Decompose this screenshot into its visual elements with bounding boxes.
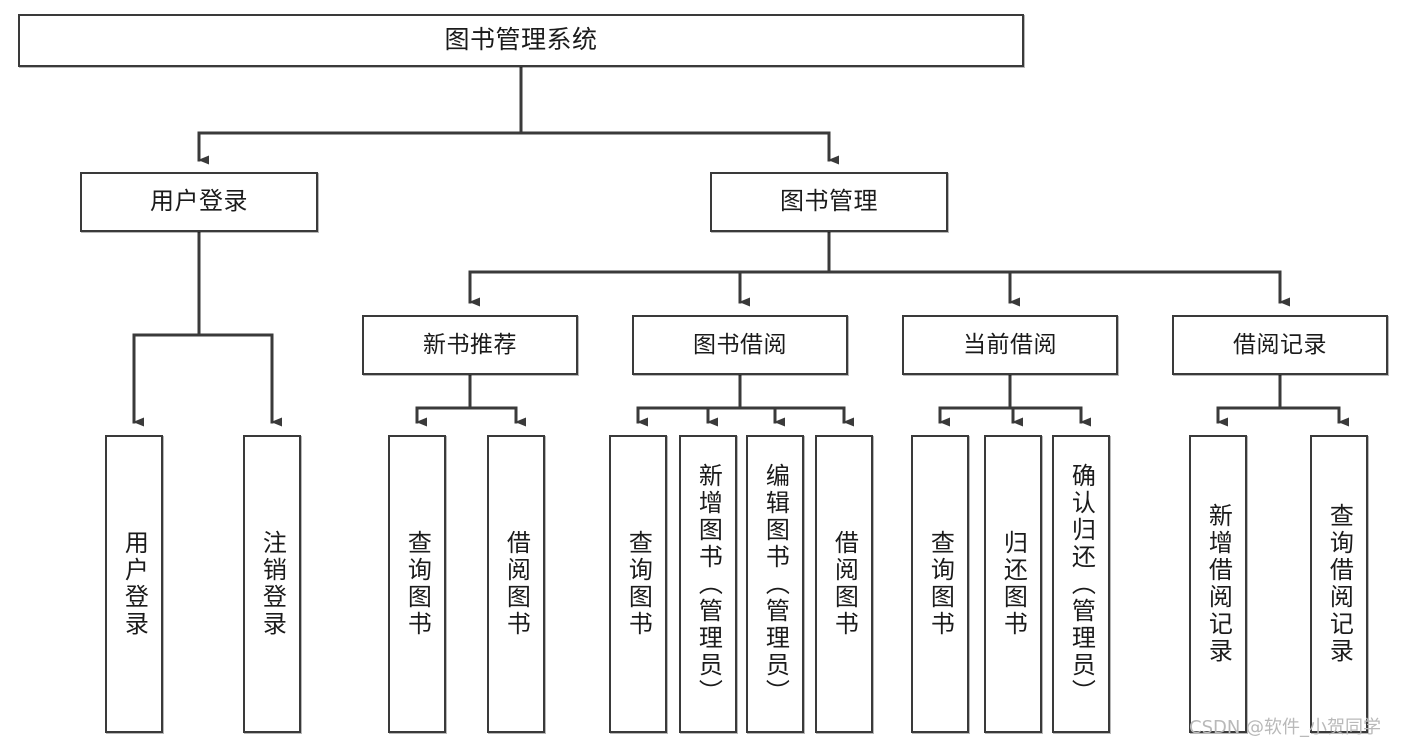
node-label: 新增借阅记录 — [1204, 503, 1233, 665]
node-leaf-confirm-return[interactable]: 确认归还（管理员） — [1052, 435, 1110, 733]
node-leaf-query-book-recommend[interactable]: 查询图书 — [388, 435, 446, 733]
node-book-manage[interactable]: 图书管理 — [710, 172, 948, 232]
node-leaf-borrow-book-recommend[interactable]: 借阅图书 — [487, 435, 545, 733]
node-leaf-add-borrow-record[interactable]: 新增借阅记录 — [1189, 435, 1247, 733]
node-label: 查询借阅记录 — [1325, 503, 1354, 665]
node-label: 编辑图书（管理员） — [761, 462, 790, 706]
node-label: 新书推荐 — [423, 331, 517, 358]
node-label: 借阅图书 — [502, 530, 531, 638]
node-label: 图书借阅 — [693, 331, 787, 358]
node-label: 查询图书 — [624, 530, 653, 638]
node-user-login[interactable]: 用户登录 — [80, 172, 318, 232]
node-leaf-query-book-current[interactable]: 查询图书 — [911, 435, 969, 733]
node-label: 图书管理 — [780, 187, 878, 216]
node-label: 查询图书 — [403, 530, 432, 638]
node-borrow-record[interactable]: 借阅记录 — [1172, 315, 1388, 375]
node-label: 借阅记录 — [1233, 331, 1327, 358]
node-label: 确认归还（管理员） — [1067, 462, 1096, 706]
node-leaf-add-book[interactable]: 新增图书（管理员） — [679, 435, 737, 733]
node-label: 归还图书 — [999, 530, 1028, 638]
watermark: CSDN @软件_小贺同学 — [1189, 717, 1382, 738]
node-label: 用户登录 — [120, 530, 149, 638]
node-book-borrow[interactable]: 图书借阅 — [632, 315, 848, 375]
node-leaf-edit-book[interactable]: 编辑图书（管理员） — [746, 435, 804, 733]
node-label: 图书管理系统 — [444, 25, 598, 55]
node-label: 用户登录 — [150, 187, 248, 216]
node-leaf-return-book[interactable]: 归还图书 — [984, 435, 1042, 733]
node-leaf-query-borrow-record[interactable]: 查询借阅记录 — [1310, 435, 1368, 733]
node-new-book-recommend[interactable]: 新书推荐 — [362, 315, 578, 375]
node-label: 注销登录 — [258, 530, 287, 638]
node-leaf-query-book-borrow[interactable]: 查询图书 — [609, 435, 667, 733]
node-label: 当前借阅 — [963, 331, 1057, 358]
node-leaf-user-logout[interactable]: 注销登录 — [243, 435, 301, 733]
node-label: 新增图书（管理员） — [694, 462, 723, 706]
node-leaf-user-login[interactable]: 用户登录 — [105, 435, 163, 733]
node-label: 借阅图书 — [830, 530, 859, 638]
node-label: 查询图书 — [926, 530, 955, 638]
node-current-borrow[interactable]: 当前借阅 — [902, 315, 1118, 375]
node-leaf-borrow-book[interactable]: 借阅图书 — [815, 435, 873, 733]
node-root-system[interactable]: 图书管理系统 — [18, 14, 1024, 67]
